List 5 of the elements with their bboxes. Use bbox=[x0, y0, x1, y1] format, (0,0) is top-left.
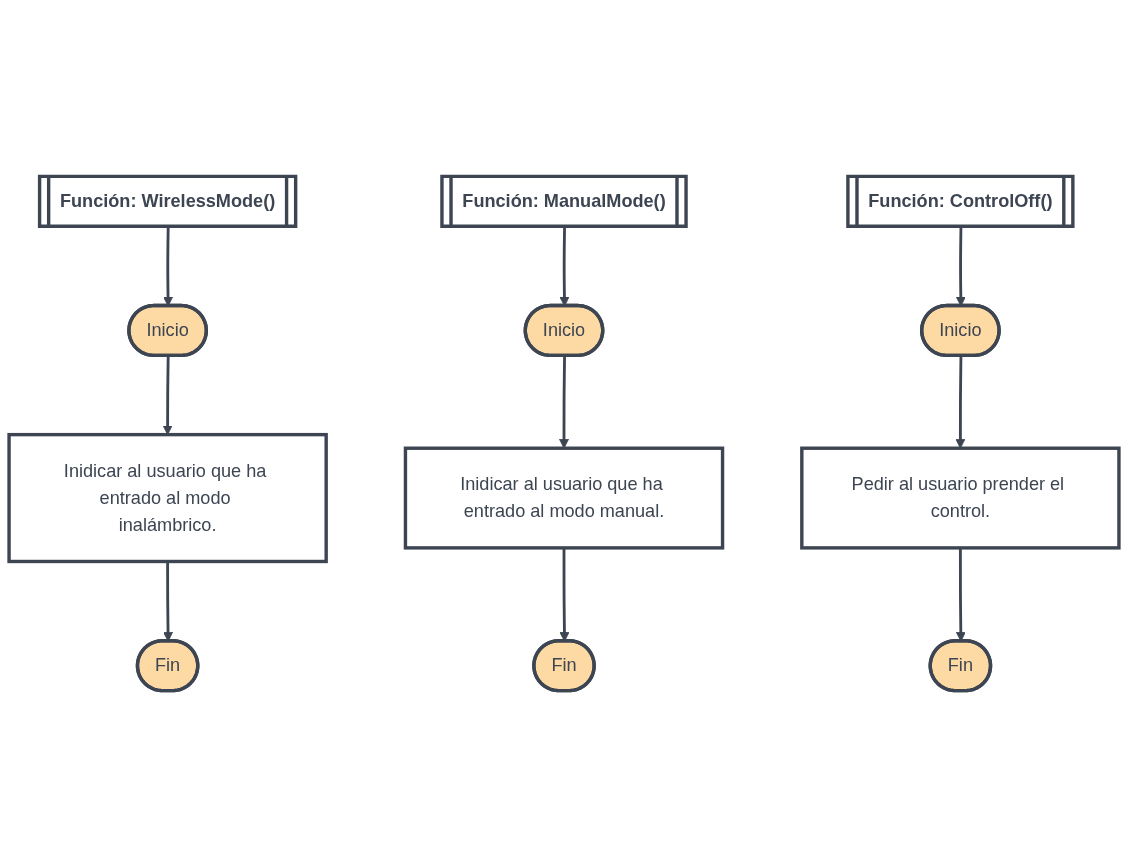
node-box: Inidicar al usuario que ha entrado al modo inalámbrico. bbox=[7, 432, 328, 564]
arrow bbox=[955, 355, 966, 449]
arrow bbox=[559, 355, 569, 449]
node-box: Pedir al usuario prender el control. bbox=[800, 446, 1121, 550]
node-box: Inidicar al usuario que ha entrado al modo manual. bbox=[403, 446, 725, 550]
